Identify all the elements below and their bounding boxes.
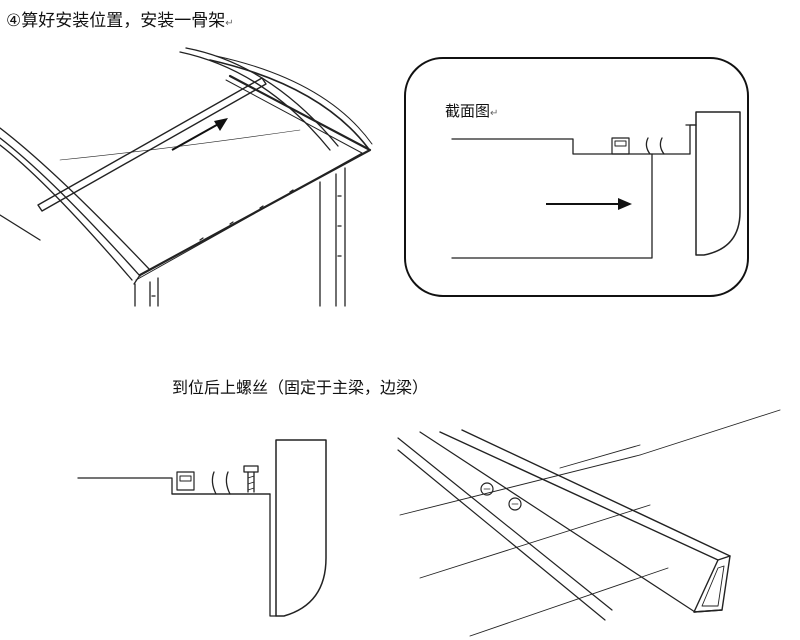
arrow-direction-icon [171,118,228,151]
beam-detail-drawing [397,409,781,637]
section-view-frame [404,57,749,297]
frame-perspective-drawing [0,47,373,307]
section-view-drawing [451,111,741,259]
step-title: ④算好安装位置，安装一骨架↵ [6,6,234,31]
return-mark: ↵ [490,108,499,119]
bottom-caption: 到位后上螺丝（固定于主梁，边梁） [172,378,429,397]
step-title-text: ④算好安装位置，安装一骨架 [6,11,226,31]
section-label: 截面图↵ [445,100,498,121]
section-label-text: 截面图 [445,102,491,120]
return-mark: ↵ [225,18,234,29]
screwed-section-drawing [77,439,327,617]
arrow-direction-icon [546,198,632,210]
